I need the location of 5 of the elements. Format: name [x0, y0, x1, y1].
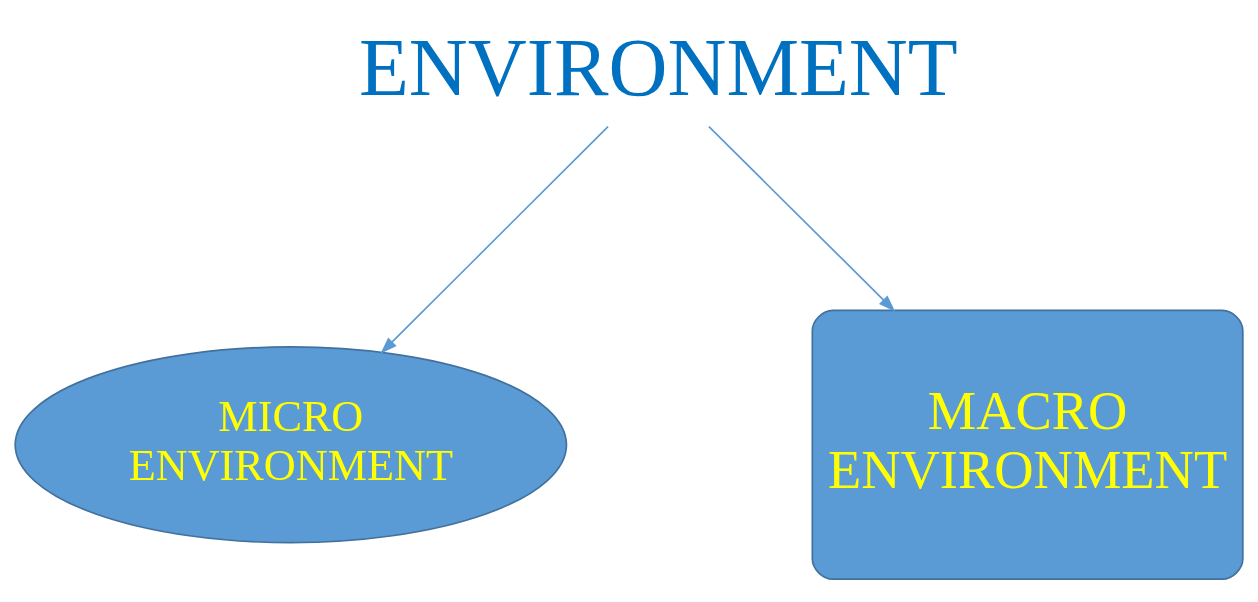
node-box: MACRO ENVIRONMENT: [811, 309, 1244, 581]
node-ellipse: MICRO ENVIRONMENT: [14, 346, 568, 544]
node-text: ENVIRONMENT: [358, 21, 958, 113]
arrow: [380, 125, 609, 354]
arrow: [708, 125, 896, 312]
